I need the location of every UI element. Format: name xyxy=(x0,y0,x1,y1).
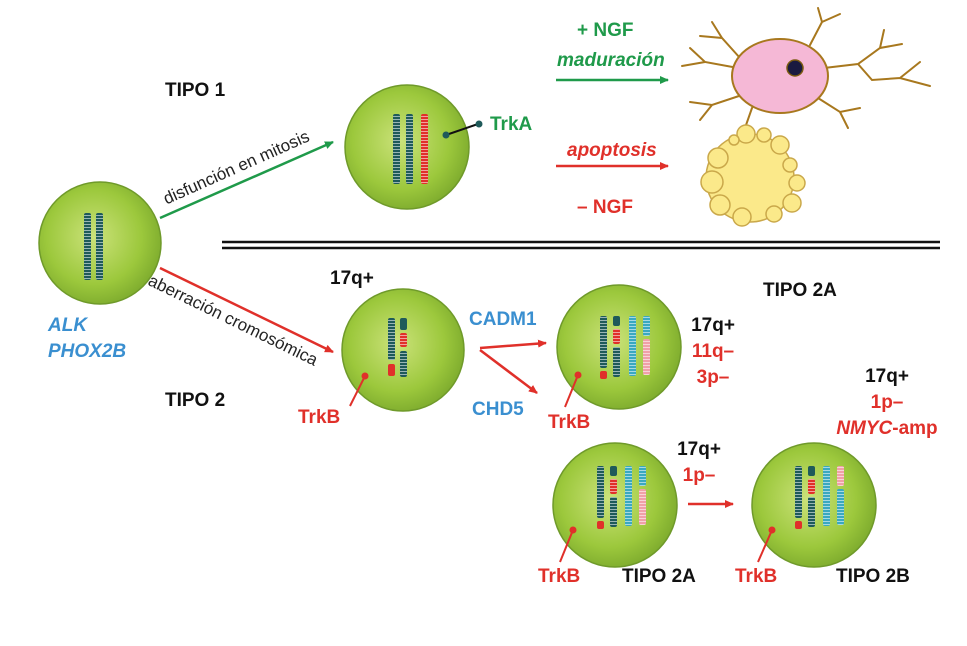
ngf-plus-label: + NGF xyxy=(577,20,634,41)
tipo2a-bottom-label: TIPO 2A xyxy=(622,566,696,587)
apoptotic-cell-icon xyxy=(700,124,806,227)
nmyc-suffix: -amp xyxy=(892,418,938,439)
gene-alk-label: ALK xyxy=(48,315,88,336)
chromosomes-origin xyxy=(84,213,103,280)
trkb-dot-2 xyxy=(574,371,582,379)
trkb-dot-3 xyxy=(569,526,577,534)
cell-tipo2b-nmyc: NMYC-amp xyxy=(828,418,946,440)
trkb-line-3 xyxy=(559,529,574,563)
cell-tipo2a-top-3p: 3p– xyxy=(696,367,730,388)
branch-arrow-down xyxy=(479,349,538,394)
tipo1-label: TIPO 1 xyxy=(165,80,226,101)
cell-tipo2-17q: 17q+ xyxy=(330,268,374,289)
ngf-minus-label: – NGF xyxy=(577,197,633,218)
cell-tipo2a-top-11q: 11q– xyxy=(691,341,735,362)
chromosomes-tipo2a-top xyxy=(600,316,650,379)
gene-phox2b-label: PHOX2B xyxy=(48,341,127,362)
trka-receptor-tip xyxy=(475,120,483,128)
mitosis-arrow xyxy=(159,140,334,220)
cell-tipo2a-top xyxy=(556,284,682,410)
cadm1-label: CADM1 xyxy=(469,309,537,330)
chromosomes-tipo1 xyxy=(393,114,428,184)
trkb-label-4: TrkB xyxy=(735,566,778,587)
trkb-label-3: TrkB xyxy=(538,566,581,587)
cell-tipo2a-bottom-1p: 1p– xyxy=(682,465,716,486)
chd5-label: CHD5 xyxy=(472,399,524,420)
trkb-line-1 xyxy=(349,375,366,407)
cell-tipo2b-17q: 17q+ xyxy=(865,366,909,387)
nmyc-gene: NMYC xyxy=(836,418,893,439)
trka-label: TrkA xyxy=(490,114,533,135)
trkb-dot-1 xyxy=(361,372,369,380)
tipo2b-label: TIPO 2B xyxy=(836,566,910,587)
chromosomes-tipo2b xyxy=(795,466,844,529)
tipo2-label: TIPO 2 xyxy=(165,390,226,411)
trkb-line-2 xyxy=(564,374,579,408)
trkb-line-4 xyxy=(757,529,773,563)
branch-arrow-up xyxy=(479,339,547,350)
cell-tipo2b-1p: 1p– xyxy=(870,392,904,413)
mature-neuron-icon xyxy=(681,7,931,129)
trkb-dot-4 xyxy=(768,526,776,534)
chromosomes-tipo2 xyxy=(388,318,407,377)
cell-tipo2a-top-17q: 17q+ xyxy=(691,315,735,336)
maduracion-label: maduración xyxy=(557,50,665,71)
chromosomes-tipo2a-bottom xyxy=(597,466,646,529)
apoptosis-label: apoptosis xyxy=(567,140,657,161)
cell-tipo2a-bottom-17q: 17q+ xyxy=(677,439,721,460)
trkb-label-1: TrkB xyxy=(298,407,341,428)
trka-receptor-line xyxy=(445,123,479,136)
aberration-arrow xyxy=(159,266,334,354)
tipo2a-top-label: TIPO 2A xyxy=(763,280,837,301)
cell-tipo2 xyxy=(341,288,465,412)
trkb-label-2: TrkB xyxy=(548,412,591,433)
trka-receptor-dot xyxy=(442,131,450,139)
